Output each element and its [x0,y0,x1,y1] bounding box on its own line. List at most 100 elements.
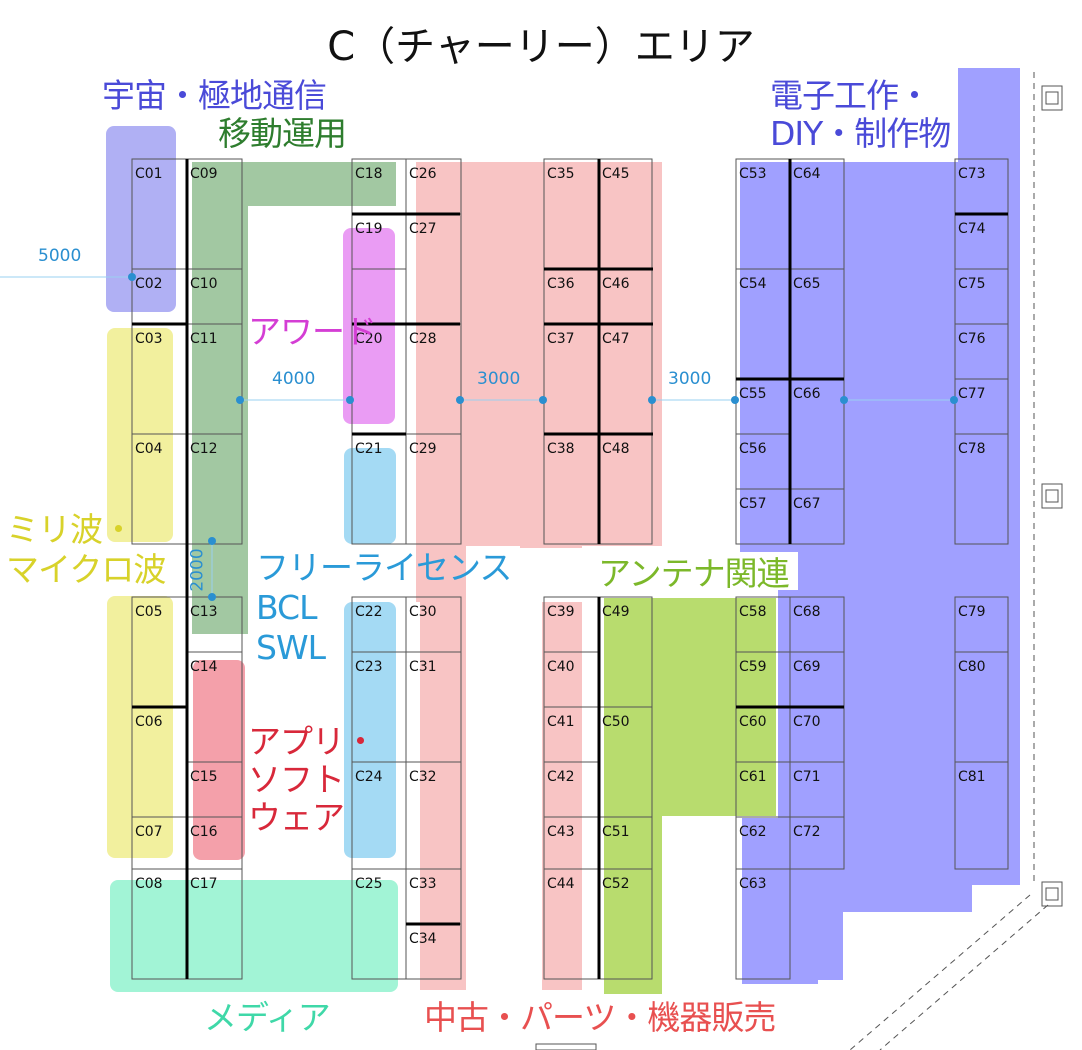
label-license-free-3: SWL [256,628,326,667]
booth-label-c03: C03 [135,331,163,347]
booth-label-c41: C41 [547,714,575,730]
booth-c72 [789,816,845,870]
booth-label-c34: C34 [409,931,437,947]
booth-label-c11: C11 [190,331,218,347]
booth-label-c67: C67 [793,496,821,512]
booth-label-c63: C63 [739,876,767,892]
booth-label-c65: C65 [793,276,821,292]
label-mobile: 移動運用 [218,114,347,153]
booth-label-c12: C12 [190,441,218,457]
booth-label-c72: C72 [793,824,821,840]
booth-label-c81: C81 [958,769,986,785]
booth-label-c60: C60 [739,714,767,730]
zone-space-polar [106,126,176,312]
booth-label-c70: C70 [793,714,821,730]
booth-label-c76: C76 [958,331,986,347]
booth-label-c24: C24 [355,769,383,785]
label-app-software-2: ソフト [248,760,345,799]
label-electronics-1: 電子工作・ [770,76,931,115]
booth-label-c80: C80 [958,659,986,675]
booth-grid: C01C02C03C04C05C06C07C08C09C10C11C12C13C… [131,158,1009,980]
booth-c29 [405,433,462,545]
label-antenna: アンテナ関連 [598,554,790,593]
booth-label-c18: C18 [355,166,383,182]
booth-label-c54: C54 [739,276,767,292]
label-mmwave-2: マイクロ波 [6,550,166,589]
booth-label-c20: C20 [355,331,383,347]
booth-label-c01: C01 [135,166,163,182]
booth-label-c59: C59 [739,659,767,675]
booth-label-c21: C21 [355,441,383,457]
booth-label-c79: C79 [958,604,986,620]
booth-label-c06: C06 [135,714,163,730]
booth-label-c19: C19 [355,221,383,237]
right-wall [535,72,1063,1050]
zone-license-free-bottom [344,602,396,858]
label-license-free-2: BCL [256,588,317,627]
dim-4000: 4000 [272,369,316,389]
label-award: アワード [248,312,377,351]
booth-label-c43: C43 [547,824,575,840]
booth-label-c45: C45 [602,166,630,182]
label-app-software-1: アプリ・ [248,722,377,761]
booth-label-c27: C27 [409,221,437,237]
booth-label-c35: C35 [547,166,575,182]
zone-award [343,228,395,424]
booth-label-c51: C51 [602,824,630,840]
category-zones [106,68,1020,994]
label-media: メディア [204,998,331,1037]
dimension-lines [0,273,958,601]
zone-license-free-top [344,448,396,544]
booth-label-c22: C22 [355,604,383,620]
zone-app-software [193,660,245,860]
booth-label-c58: C58 [739,604,767,620]
booth-label-c16: C16 [190,824,218,840]
dim-5000: 5000 [38,246,82,266]
booth-label-c47: C47 [602,331,630,347]
zone-mobile [192,162,396,634]
booth-label-c17: C17 [190,876,218,892]
zone-mmwave-bottom [107,596,173,858]
booth-label-c14: C14 [190,659,218,675]
booth-label-c66: C66 [793,386,821,402]
booth-label-c64: C64 [793,166,821,182]
booth-label-c10: C10 [190,276,218,292]
label-mmwave-1: ミリ波・ [6,510,135,549]
booth-label-c74: C74 [958,221,986,237]
booth-label-c02: C02 [135,276,163,292]
booth-label-c04: C04 [135,441,163,457]
booth-label-c62: C62 [739,824,767,840]
zone-electronics [740,68,1020,984]
booth-label-c77: C77 [958,386,986,402]
booth-label-c25: C25 [355,876,383,892]
booth-label-c48: C48 [602,441,630,457]
label-license-free-1: フリーライセンス [256,548,512,587]
booth-label-c09: C09 [190,166,218,182]
booth-label-c23: C23 [355,659,383,675]
booth-label-c56: C56 [739,441,767,457]
booth-label-c52: C52 [602,876,630,892]
booth-label-c08: C08 [135,876,163,892]
booth-label-c40: C40 [547,659,575,675]
booth-c81 [954,761,1009,870]
booth-label-c44: C44 [547,876,575,892]
booth-label-c36: C36 [547,276,575,292]
booth-label-c68: C68 [793,604,821,620]
booth-label-c42: C42 [547,769,575,785]
label-used-parts: 中古・パーツ・機器販売 [424,998,776,1037]
booth-label-c73: C73 [958,166,986,182]
booth-c63 [735,868,791,980]
booth-label-c38: C38 [547,441,575,457]
booth-label-c50: C50 [602,714,630,730]
booth-label-c29: C29 [409,441,437,457]
booth-label-c32: C32 [409,769,437,785]
label-space-polar: 宇宙・極地通信 [102,76,327,115]
booth-label-c39: C39 [547,604,575,620]
booth-label-c69: C69 [793,659,821,675]
booth-label-c28: C28 [409,331,437,347]
dim-3000-b: 3000 [668,369,712,389]
booth-label-c49: C49 [602,604,630,620]
booth-label-c71: C71 [793,769,821,785]
